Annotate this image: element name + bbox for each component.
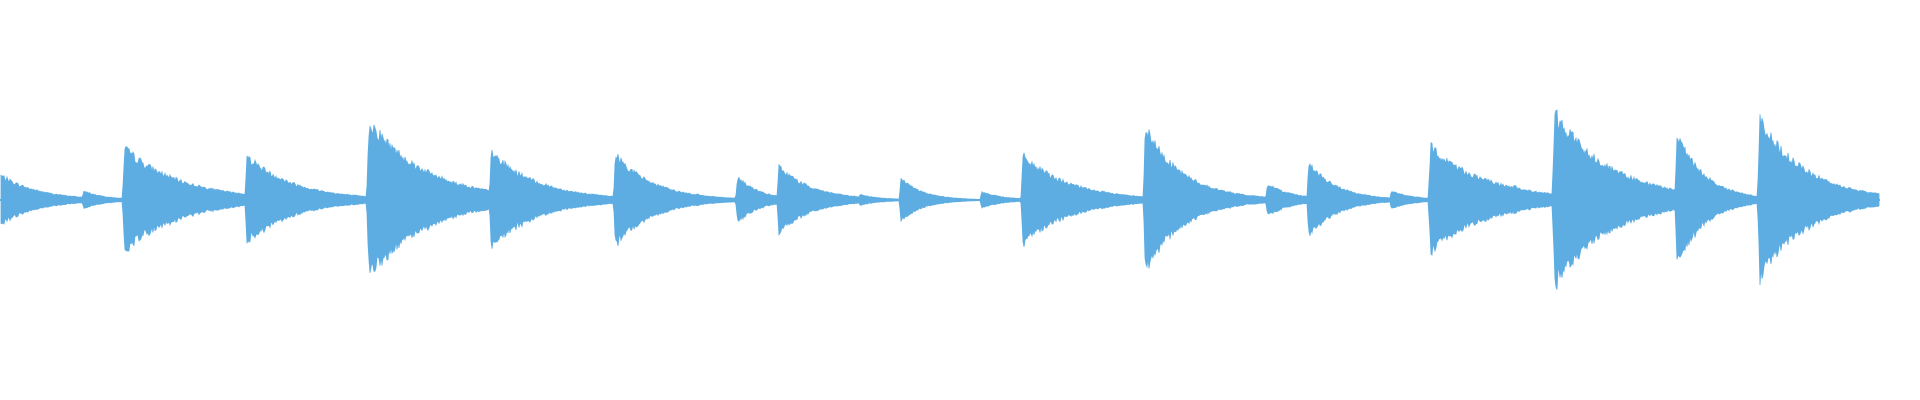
- waveform-envelope: [0, 109, 1880, 290]
